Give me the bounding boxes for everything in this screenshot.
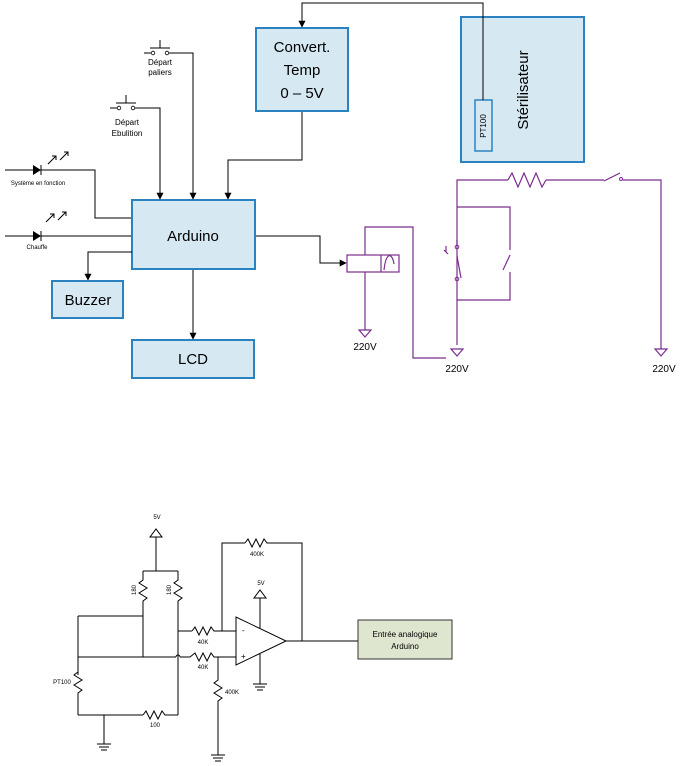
resistor-40k-bottom: 40K — [189, 651, 236, 671]
lcd-block: LCD — [131, 339, 255, 379]
arduino-to-relay-wire — [256, 235, 347, 267]
resistor-100-label: 100 — [150, 723, 161, 729]
ground-bridge — [97, 715, 111, 751]
pt100-resistor: PT100 — [53, 671, 83, 715]
resistor-180-right-label: 180 — [167, 584, 173, 595]
resistor-40k-top: 40K — [191, 625, 236, 646]
op-amp-plus-label: + — [241, 652, 246, 661]
arduino-block: Arduino — [131, 199, 256, 270]
resistor-400k-feedback-label: 400K — [250, 552, 264, 558]
led-systeme-en-fonction: Système en fonction — [5, 151, 131, 219]
op-amp-minus-label: - — [242, 626, 245, 635]
converter-label-line3: 0 – 5V — [280, 85, 323, 102]
lcd-label: LCD — [178, 351, 208, 368]
sterilizer-label: Stérilisateur — [515, 50, 532, 129]
resistor-180-left-label: 180 — [132, 584, 138, 595]
resistor-180-left: 180 — [132, 571, 148, 657]
resistor-180-right: 180 — [167, 571, 183, 715]
relay-voltage-label: 220V — [353, 342, 377, 353]
analog-input-block: Entrée analogique Arduino — [357, 619, 453, 660]
arduino-to-buzzer-wire — [84, 251, 132, 281]
resistor-40k-top-label: 40K — [198, 640, 209, 646]
buzzer-label: Buzzer — [65, 292, 112, 309]
depart-ebullition-label-2: Ebulition — [112, 129, 143, 138]
depart-paliers-label-1: Départ — [148, 58, 173, 67]
depart-paliers-button: Départ paliers — [144, 40, 197, 200]
supply-5v-opamp: 5V — [253, 581, 267, 628]
pt100-label: PT100 — [53, 680, 71, 686]
resistor-100: 100 — [142, 709, 178, 729]
relay: 220V — [346, 226, 446, 359]
led-chauffe-label: Chauffe — [27, 245, 49, 251]
ground-opamp — [253, 654, 267, 691]
analog-input-label-line1: Entrée analogique — [373, 630, 438, 639]
converter-label-line1: Convert. — [274, 39, 331, 56]
led-chauffe: Chauffe — [5, 211, 131, 251]
resistor-400k-ground-label: 400K — [225, 690, 239, 696]
depart-ebullition-button: Départ Ebulition — [110, 95, 164, 200]
pt100-probe-label: PT100 — [479, 114, 488, 138]
arduino-label: Arduino — [167, 228, 219, 245]
right-voltage-label: 220V — [652, 364, 676, 375]
buzzer-block: Buzzer — [51, 280, 124, 319]
probe-to-converter-wire — [298, 2, 484, 100]
sterilizer-block: Stérilisateur PT100 — [460, 16, 585, 163]
resistor-400k-feedback: 400K — [244, 537, 303, 641]
converter-to-arduino-wire — [224, 112, 303, 200]
supply-5v-opamp-label: 5V — [257, 581, 264, 587]
analog-input-label-line2: Arduino — [391, 642, 419, 651]
resistor-40k-bottom-label: 40K — [198, 665, 209, 671]
mid-voltage-label: 220V — [445, 364, 469, 375]
led-systeme-label: Système en fonction — [11, 181, 65, 187]
depart-ebullition-label-1: Départ — [115, 118, 140, 127]
supply-5v-top: 5V — [149, 515, 163, 571]
resistor-400k-ground: 400K — [211, 657, 239, 762]
converter-block: Convert. Temp 0 – 5V — [255, 27, 349, 112]
converter-label-line2: Temp — [284, 62, 321, 79]
supply-5v-top-label: 5V — [153, 515, 160, 521]
power-circuit: 220V 220V — [443, 171, 676, 375]
op-amp: - + — [235, 616, 288, 666]
depart-paliers-label-2: paliers — [148, 68, 172, 77]
